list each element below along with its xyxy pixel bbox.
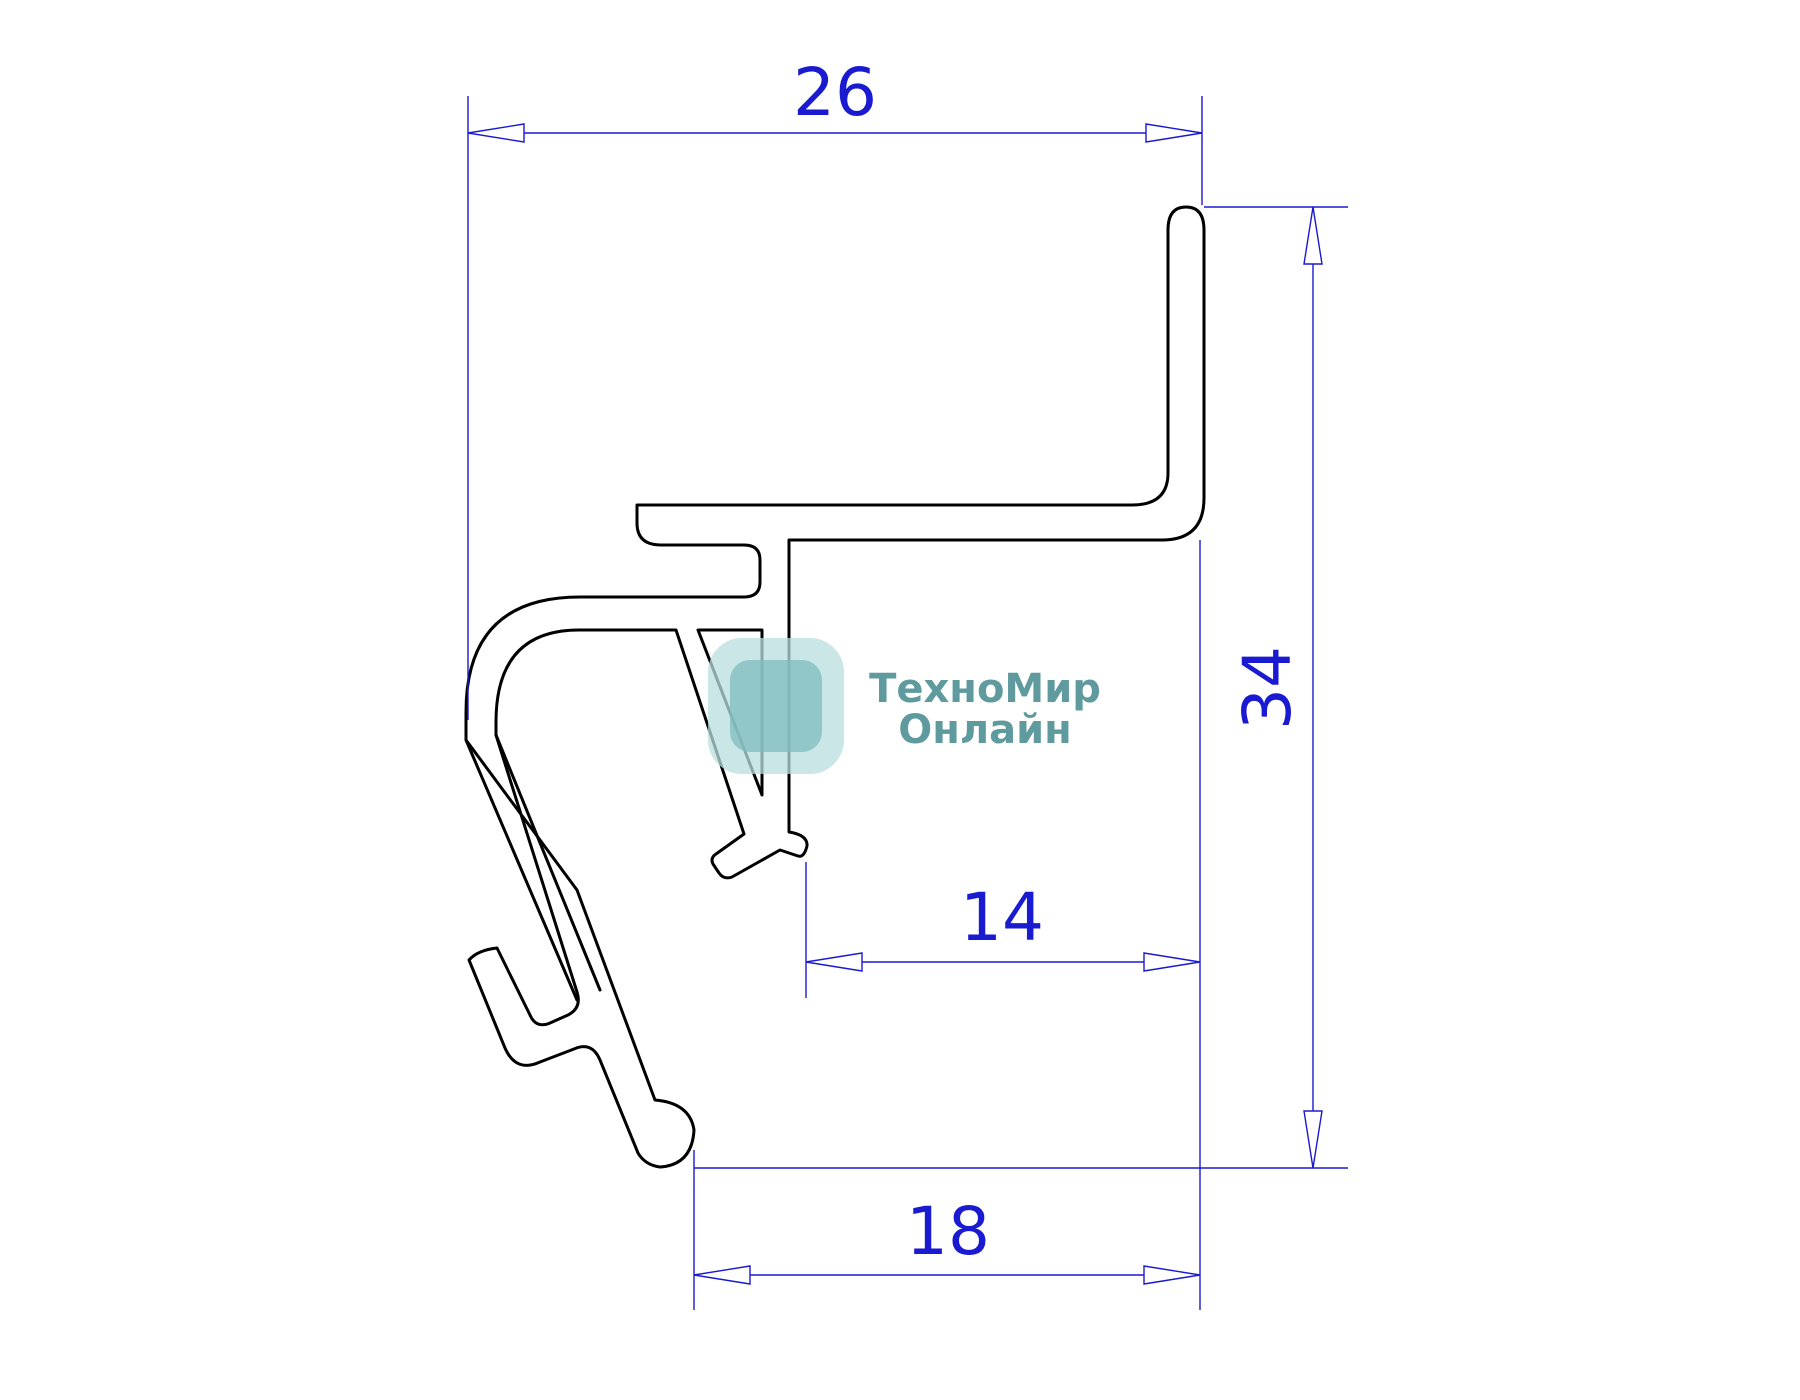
- arrow-right: [1143, 952, 1201, 972]
- dimension-label-width: 26: [793, 54, 877, 131]
- profile-slanted-wall-outer: [464, 738, 579, 1002]
- arrow-right: [1143, 1265, 1201, 1285]
- dimension-26: 26: [467, 54, 1203, 720]
- dimension-label-inner: 14: [960, 879, 1044, 956]
- arrow-left: [467, 123, 525, 143]
- watermark: ТехноМир Онлайн: [708, 638, 1101, 774]
- dimension-34: 34: [1204, 206, 1348, 1169]
- watermark-text-line2: Онлайн: [898, 707, 1072, 753]
- arrow-top: [1303, 206, 1323, 265]
- arrow-left: [805, 952, 863, 972]
- profile-slanted-wall: [494, 733, 602, 992]
- dimension-label-bottom: 18: [906, 1193, 990, 1270]
- arrow-left: [693, 1265, 751, 1285]
- watermark-logo-inner: [730, 660, 822, 752]
- dimension-18: 18: [693, 1150, 1204, 1310]
- aluminium-profile-outline: [464, 205, 1206, 1169]
- arrow-bottom: [1303, 1110, 1323, 1169]
- dimension-label-height: 34: [1229, 646, 1306, 730]
- profile-outer-contour: [464, 205, 1206, 1169]
- dimension-14: 14: [805, 540, 1201, 1310]
- watermark-text-line1: ТехноМир: [869, 666, 1101, 712]
- arrow-right: [1145, 123, 1203, 143]
